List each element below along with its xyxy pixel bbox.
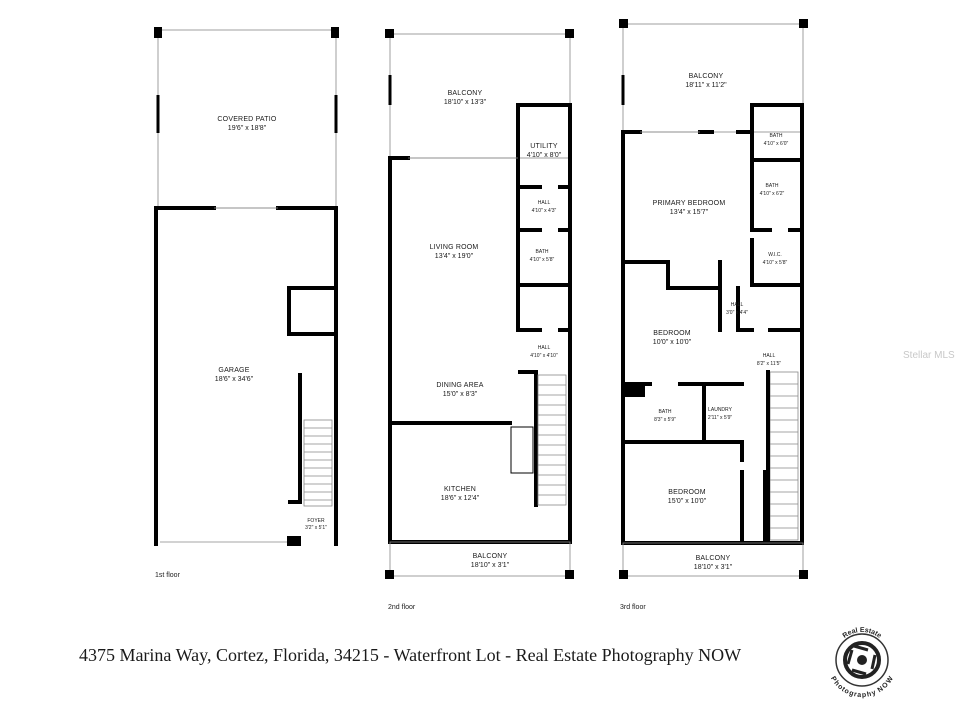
floor-label: 2nd floor (388, 604, 416, 611)
room-name: BEDROOM (668, 489, 706, 496)
balcony-post (799, 19, 808, 28)
room-name: BALCONY (448, 90, 483, 97)
stair-wall (388, 370, 538, 507)
patio-post (154, 27, 162, 38)
room-dims: 4'10" x 5'8" (530, 257, 555, 263)
room-dims: 13'4" x 19'0" (435, 253, 474, 260)
bath-walls (750, 130, 804, 232)
room-name: HALL (538, 200, 551, 206)
room-dims: 18'10" x 3'1" (471, 562, 510, 569)
room-dims: 8'2" x 11'5" (757, 361, 781, 367)
room-name: PRIMARY BEDROOM (653, 200, 726, 207)
first-floor-plan (154, 27, 339, 546)
room-dims: 18'6" x 12'4" (441, 495, 480, 502)
second-floor-walls (388, 103, 572, 544)
bottom-balcony-outline (622, 542, 804, 577)
room-dims: 4'10" x 5'8" (763, 260, 788, 266)
room-dims: 4'10" x 8'0" (527, 152, 562, 159)
property-caption: 4375 Marina Way, Cortez, Florida, 34215 … (78, 645, 742, 665)
balcony-post (799, 570, 808, 579)
balcony-post (385, 570, 394, 579)
room-dims: 2'11" x 5'9" (708, 415, 732, 421)
balcony-post (565, 29, 574, 38)
bath-wall (516, 228, 572, 287)
room-name: HALL (731, 302, 744, 308)
stair-wall (288, 373, 302, 504)
room-dims: 18'10" x 13'3" (444, 99, 487, 106)
room-name: BEDROOM (653, 330, 691, 337)
balcony-post (619, 570, 628, 579)
floor-label: 1st floor (155, 572, 181, 579)
wall-block (623, 383, 645, 397)
room-name: HALL (763, 353, 776, 359)
room-dims: 15'0" x 8'3" (443, 391, 478, 398)
room-dims: 3'2" x 5'1" (305, 525, 327, 531)
room-dims: 18'10" x 3'1" (694, 564, 733, 571)
stairs (537, 374, 567, 506)
garage-wall (154, 206, 338, 546)
floor-label: 3rd floor (620, 604, 646, 611)
stair-treads (304, 427, 332, 501)
stairs (303, 419, 333, 507)
room-name: BATH (766, 183, 779, 189)
room-dims: 4'10" x 4'10" (530, 353, 558, 359)
mls-watermark: Stellar MLS (903, 350, 955, 361)
second-floor-plan (385, 29, 574, 579)
third-floor-plan (619, 19, 808, 579)
room-dims: 18'6" x 34'6" (215, 376, 254, 383)
stair-treads (538, 384, 566, 496)
closet-wall (287, 286, 338, 336)
room-dims: 4'10" x 6'2" (760, 191, 785, 197)
bath-laundry-walls (621, 382, 767, 542)
balcony-post (619, 19, 628, 28)
foyer-corner (287, 536, 301, 546)
room-dims: 15'0" x 10'0" (668, 498, 707, 505)
room-name: BALCONY (473, 553, 508, 560)
room-name: DINING AREA (436, 382, 483, 389)
room-dims: 8'3" x 5'9" (654, 417, 676, 423)
room-name: W.I.C. (768, 252, 782, 258)
room-dims: 3'0" x 4'4" (726, 310, 748, 316)
camera-aperture-icon (835, 633, 889, 687)
room-name: BALCONY (689, 73, 724, 80)
room-name: BALCONY (696, 555, 731, 562)
room-name: LIVING ROOM (430, 244, 479, 251)
room-name: HALL (538, 345, 551, 351)
room-name: LAUNDRY (708, 407, 732, 413)
wic-wall (750, 238, 804, 287)
room-name: BATH (770, 133, 783, 139)
bedroom-divider (621, 260, 804, 332)
room-dims: 4'10" x 6'0" (764, 141, 789, 147)
bottom-balcony-outline (389, 541, 571, 577)
room-name: COVERED PATIO (217, 116, 276, 123)
room-name: BATH (659, 409, 672, 415)
third-floor-walls (621, 103, 804, 545)
room-name: UTILITY (530, 143, 558, 150)
room-name: KITCHEN (444, 486, 476, 493)
room-name: BATH (536, 249, 549, 255)
balcony-post (385, 29, 394, 38)
room-name: GARAGE (218, 367, 249, 374)
room-dims: 4'10" x 4'3" (532, 208, 557, 214)
stair-treads (770, 383, 798, 529)
room-dims: 13'4" x 15'7" (670, 209, 709, 216)
room-dims: 18'11" x 11'2" (685, 82, 727, 89)
room-name: FOYER (307, 518, 325, 524)
room-dims: 19'6" x 18'8" (228, 125, 267, 132)
patio-post (331, 27, 339, 38)
room-dims: 10'0" x 10'0" (653, 339, 692, 346)
kitchen-island (510, 426, 534, 474)
balcony-post (565, 570, 574, 579)
